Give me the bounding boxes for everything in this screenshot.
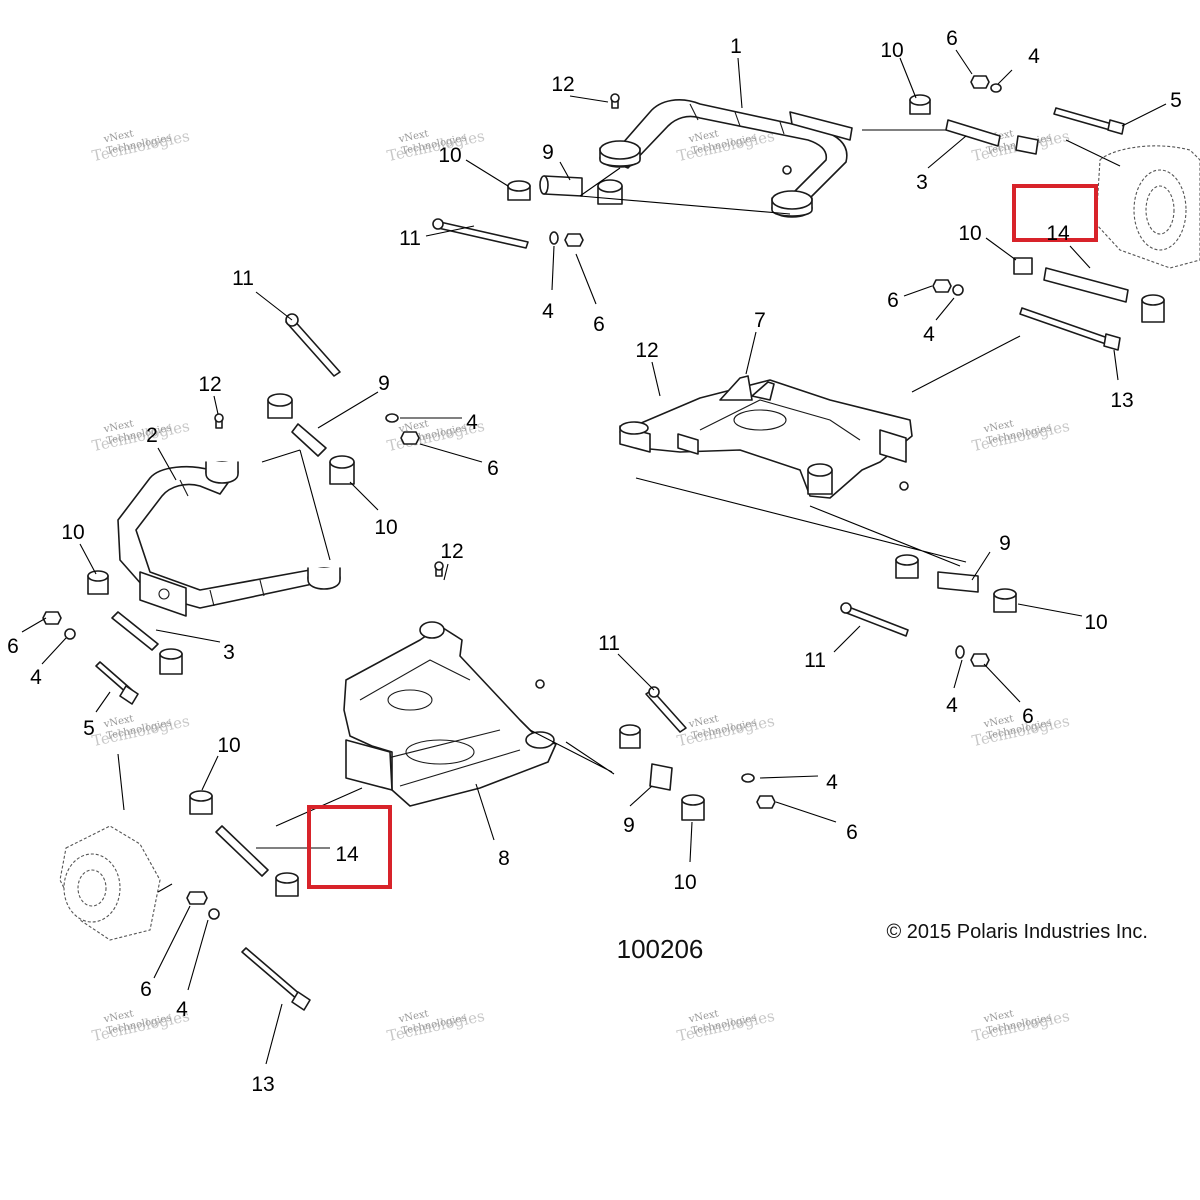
callout-4: 4	[946, 694, 958, 717]
left-mid-hardware	[42, 313, 420, 705]
highlight-boxes	[307, 184, 1098, 889]
bottom-left-hardware	[186, 790, 311, 1011]
callout-10: 10	[374, 516, 397, 539]
callout-11: 11	[232, 267, 254, 290]
callout-4: 4	[826, 771, 838, 794]
callout-12: 12	[440, 540, 463, 563]
callout-6: 6	[7, 635, 19, 658]
callout-9: 9	[999, 532, 1011, 555]
lower-a-arm-part-8	[343, 561, 557, 807]
callout-12: 12	[635, 339, 658, 362]
callout-10: 10	[217, 734, 240, 757]
callout-12: 12	[551, 73, 574, 96]
right-hardware	[932, 257, 1165, 351]
callout-6: 6	[946, 27, 958, 50]
highlight-box-14-upper	[1012, 184, 1098, 242]
knuckle-right	[1095, 145, 1200, 269]
callout-9: 9	[623, 814, 635, 837]
copyright-notice: © 2015 Polaris Industries Inc.	[886, 921, 1148, 943]
leader-lines	[21, 49, 1167, 1065]
callout-6: 6	[887, 289, 899, 312]
center-lower-hardware	[619, 686, 776, 821]
callout-10: 10	[958, 222, 981, 245]
callout-10: 10	[61, 521, 84, 544]
callout-8: 8	[498, 847, 510, 870]
callout-3: 3	[223, 641, 235, 664]
callout-4: 4	[466, 411, 478, 434]
highlight-box-14-lower	[307, 805, 392, 889]
callout-11: 11	[598, 632, 620, 655]
callout-6: 6	[140, 978, 152, 1001]
callout-12: 12	[198, 373, 221, 396]
callout-14: 14	[1046, 222, 1070, 245]
callout-13: 13	[1110, 389, 1133, 412]
callout-6: 6	[593, 313, 605, 336]
callout-6: 6	[1022, 705, 1034, 728]
right-lower-hardware	[840, 554, 1017, 667]
callout-7: 7	[754, 309, 766, 332]
callout-10: 10	[1084, 611, 1107, 634]
callout-10: 10	[673, 871, 696, 894]
callout-4: 4	[923, 323, 935, 346]
callout-4: 4	[542, 300, 554, 323]
callout-5: 5	[83, 717, 95, 740]
lower-a-arm-part-7	[619, 375, 913, 499]
callout-4: 4	[176, 998, 188, 1021]
upper-hardware	[432, 75, 1125, 249]
callout-6: 6	[487, 457, 499, 480]
callout-1: 1	[730, 35, 742, 58]
callout-10: 10	[438, 144, 461, 167]
callout-10: 10	[880, 39, 903, 62]
callout-11: 11	[804, 649, 826, 672]
callout-14: 14	[335, 843, 359, 866]
knuckle-left	[59, 825, 161, 941]
callout-11: 11	[399, 227, 421, 250]
upper-a-arm-part-1	[599, 99, 853, 218]
callout-9: 9	[378, 372, 390, 395]
callout-9: 9	[542, 141, 554, 164]
callout-5: 5	[1170, 89, 1182, 112]
callout-4: 4	[1028, 45, 1040, 68]
figure-number: 100206	[617, 934, 704, 964]
callout-13: 13	[251, 1073, 274, 1096]
callout-3: 3	[916, 171, 928, 194]
upper-a-arm-part-2	[117, 461, 341, 617]
callout-6: 6	[846, 821, 858, 844]
callout-4: 4	[30, 666, 42, 689]
callout-2: 2	[146, 424, 158, 447]
